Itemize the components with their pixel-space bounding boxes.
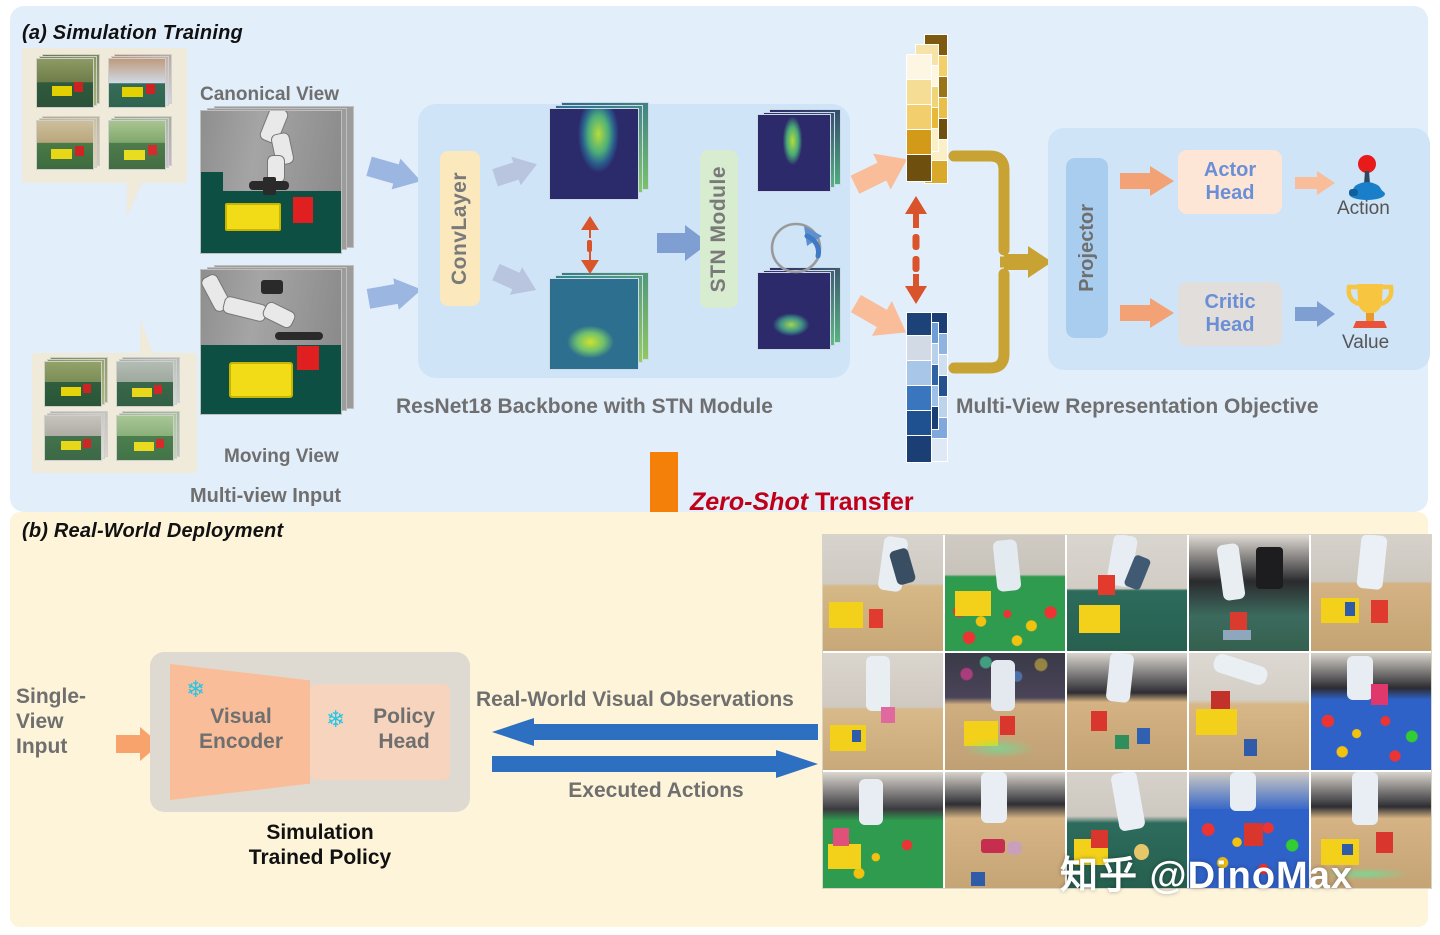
arrow-projector-to-critic <box>1118 296 1176 330</box>
photo-cell <box>1067 535 1187 652</box>
transfer-rest: Transfer <box>808 488 914 516</box>
arrow-feat-to-token-gold <box>850 148 914 200</box>
thumbnail-stack <box>44 357 108 409</box>
critic-head-label: Critic Head <box>1204 291 1256 336</box>
thumbnail-stack <box>108 54 172 110</box>
arrow-feat-to-token-blue <box>850 294 914 346</box>
policy-head-label: Policy Head <box>373 705 435 754</box>
thumbnail-stack <box>36 54 100 110</box>
actor-head-block: Actor Head <box>1178 150 1282 214</box>
aligned-feature-map-stack-bottom <box>755 267 847 362</box>
zero-shot-emphasis: Zero-Shot <box>690 488 809 516</box>
frozen-snowflake-icon: ❄ <box>186 676 206 702</box>
actions-label: Executed Actions <box>568 779 744 802</box>
rotation-circle-icon <box>766 218 832 276</box>
moving-view-render <box>200 265 355 419</box>
photo-cell <box>945 535 1065 652</box>
conv-layer-block: ConvLayer <box>440 151 480 306</box>
photo-cell <box>1189 535 1309 652</box>
arrow-conv-to-feat-bottom <box>492 263 540 308</box>
visual-encoder-shape <box>170 664 310 800</box>
conv-layer-label: ConvLayer <box>448 171 471 286</box>
backbone-caption: ResNet18 Backbone with STN Module <box>396 395 773 418</box>
arrow-moving-to-conv <box>366 278 426 330</box>
moving-token-column <box>906 312 966 463</box>
panel-a-title: (a) Simulation Training <box>22 22 243 44</box>
stn-module-block: STN Module <box>700 150 738 308</box>
visual-encoder-label: Visual Encoder <box>198 705 284 754</box>
canonical-token-column <box>906 34 966 184</box>
canonical-view-thumbnails-callout <box>22 48 187 217</box>
thumbnail-stack <box>116 411 180 463</box>
arrow-to-stn-module <box>655 223 711 263</box>
frozen-snowflake-icon: ❄ <box>326 706 346 732</box>
projector-label: Projector <box>1075 204 1098 292</box>
multiview-consistency-arrow <box>575 214 605 276</box>
real-world-photo-grid <box>822 534 1432 889</box>
thumbnail-stack <box>44 411 108 463</box>
action-joystick-icon <box>1337 154 1397 204</box>
thumbnail-stack <box>116 357 180 409</box>
observations-label: Real-World Visual Observations <box>476 688 794 711</box>
photo-cell <box>1311 771 1431 888</box>
thumbnail-stack <box>36 116 100 172</box>
projector-block: Projector <box>1066 158 1108 338</box>
photo-cell <box>823 535 943 652</box>
canonical-view-render <box>200 106 355 258</box>
policy-head-shape <box>310 684 450 780</box>
feature-map-stack-canonical <box>545 102 650 210</box>
single-view-input-label: Single- View Input <box>16 685 87 759</box>
arrow-critic-to-value <box>1293 299 1337 329</box>
photo-cell <box>1311 535 1431 652</box>
photo-cell <box>823 771 943 888</box>
photo-cell <box>1067 653 1187 770</box>
photo-cell <box>945 771 1065 888</box>
objective-caption: Multi-View Representation Objective <box>956 395 1319 418</box>
photo-cell <box>1189 653 1309 770</box>
thumbnail-stack <box>108 116 172 172</box>
moving-view-label: Moving View <box>224 446 339 467</box>
zero-shot-transfer-label: Zero-Shot Transfer <box>690 488 914 517</box>
value-label: Value <box>1342 332 1390 353</box>
value-trophy-icon <box>1343 280 1397 332</box>
policy-caption: Simulation Trained Policy <box>248 821 392 870</box>
critic-head-block: Critic Head <box>1178 282 1282 346</box>
action-label: Action <box>1337 198 1390 219</box>
photo-cell <box>945 653 1065 770</box>
arrow-canonical-to-conv <box>366 156 426 210</box>
arrow-actor-to-action <box>1293 169 1337 197</box>
actions-arrow <box>490 750 820 778</box>
feature-map-stack-moving <box>545 272 650 380</box>
multiview-input-label: Multi-view Input <box>190 485 342 507</box>
panel-b-title: (b) Real-World Deployment <box>22 520 284 542</box>
arrow-projector-to-actor <box>1118 164 1176 198</box>
arrow-conv-to-feat-top <box>492 154 540 198</box>
canonical-view-label: Canonical View <box>200 84 340 105</box>
moving-view-thumbnails-callout <box>32 319 197 473</box>
observations-arrow <box>490 718 820 746</box>
photo-cell <box>1067 771 1187 888</box>
token-alignment-arrow <box>900 194 932 306</box>
stn-module-label: STN Module <box>707 165 730 293</box>
aligned-feature-map-stack-top <box>755 109 847 204</box>
simulation-training-panel: (a) Simulation Training <box>10 6 1430 512</box>
photo-cell <box>823 653 943 770</box>
token-merge-bracket <box>948 150 1058 374</box>
arrow-input-to-policy <box>114 724 162 764</box>
photo-cell <box>1311 653 1431 770</box>
photo-cell <box>1189 771 1309 888</box>
actor-head-label: Actor Head <box>1203 159 1257 204</box>
watermark: 知乎 @DinoMax <box>1060 855 1353 897</box>
real-world-deployment-panel: (b) Real-World Deployment Single- View I… <box>10 512 1432 927</box>
